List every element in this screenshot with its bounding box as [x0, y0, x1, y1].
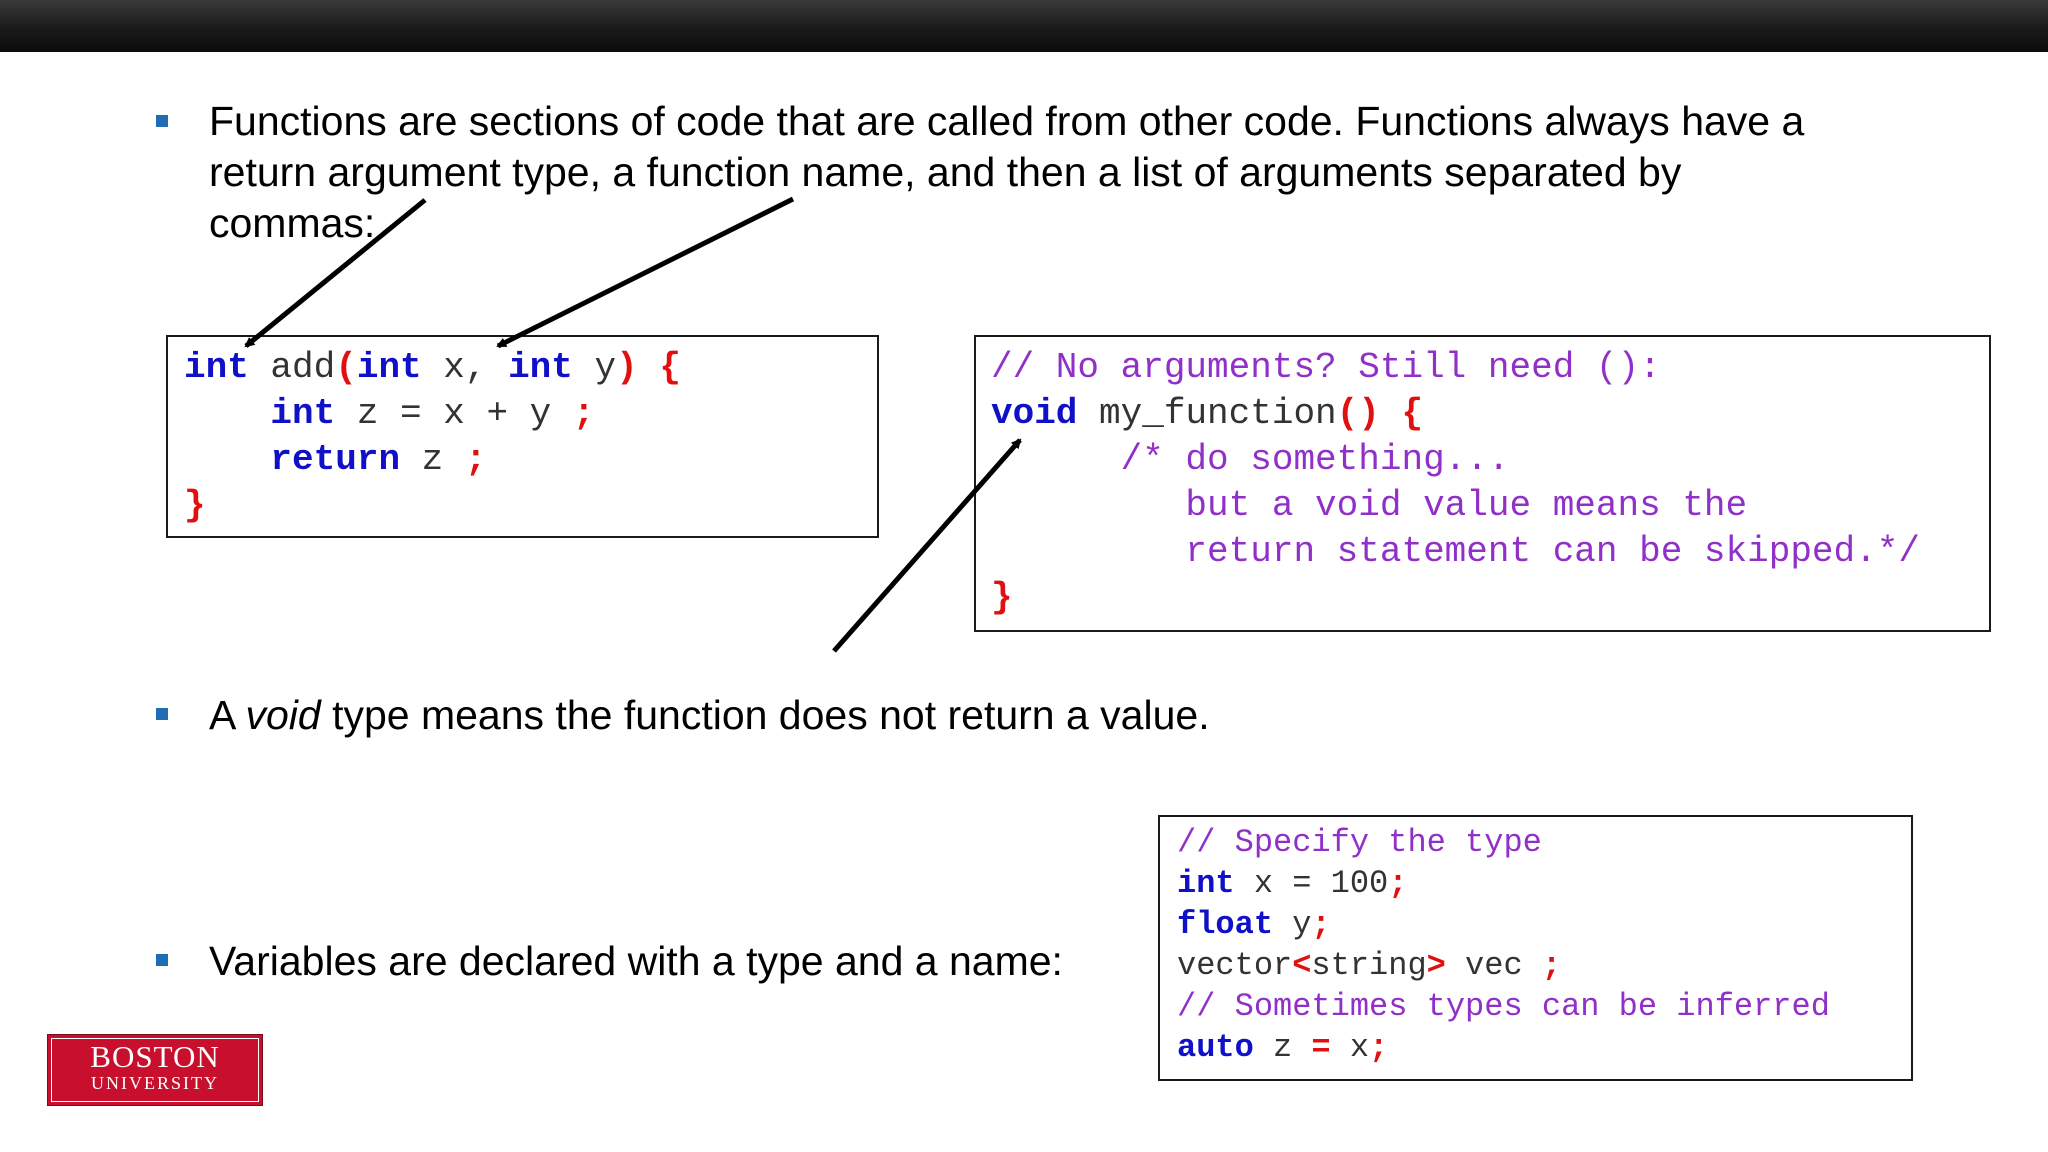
code-comment-line: // Sometimes types can be inferred — [1177, 988, 1830, 1025]
code-box-void-function: // No arguments? Still need (): void my_… — [974, 335, 1991, 632]
arrow-to-function-name — [496, 196, 795, 349]
title-bar — [0, 0, 2048, 52]
arrow-to-void-keyword — [832, 438, 1022, 653]
bullet-marker — [156, 115, 168, 127]
bullet-text-variables: Variables are declared with a type and a… — [209, 938, 1063, 984]
code-line: return z ; — [270, 439, 487, 480]
code-line: vector<string> vec ; — [1177, 947, 1562, 984]
bullet-text-void: A void type means the function does not … — [209, 692, 1210, 738]
code-line: int z = x + y ; — [270, 393, 595, 434]
code-comment-line: return statement can be skipped.*/ — [991, 531, 1920, 572]
code-box-variables: // Specify the type int x = 100; float y… — [1158, 815, 1913, 1081]
code-comment-line: // No arguments? Still need (): — [991, 347, 1661, 388]
code-comment-line: but a void value means the — [991, 485, 1748, 526]
code-line: int add(int x, int y) { — [184, 347, 681, 388]
code-line: auto z = x; — [1177, 1029, 1389, 1066]
code-line: } — [991, 577, 1013, 618]
code-line: int x = 100; — [1177, 865, 1408, 902]
bullet-marker — [156, 954, 168, 966]
code-comment-line: /* do something... — [991, 439, 1510, 480]
boston-university-logo: BOSTON UNIVERSITY — [47, 1034, 263, 1106]
code-line: } — [184, 485, 206, 526]
code-line: float y; — [1177, 906, 1331, 943]
code-comment-line: // Specify the type — [1177, 824, 1542, 861]
code-line: void my_function() { — [991, 393, 1424, 434]
bullet-text-functions: Functions are sections of code that are … — [209, 98, 1805, 246]
arrow-to-return-type — [244, 198, 427, 348]
code-box-add-function: int add(int x, int y) { int z = x + y ; … — [166, 335, 879, 538]
bullet-marker — [156, 708, 168, 720]
